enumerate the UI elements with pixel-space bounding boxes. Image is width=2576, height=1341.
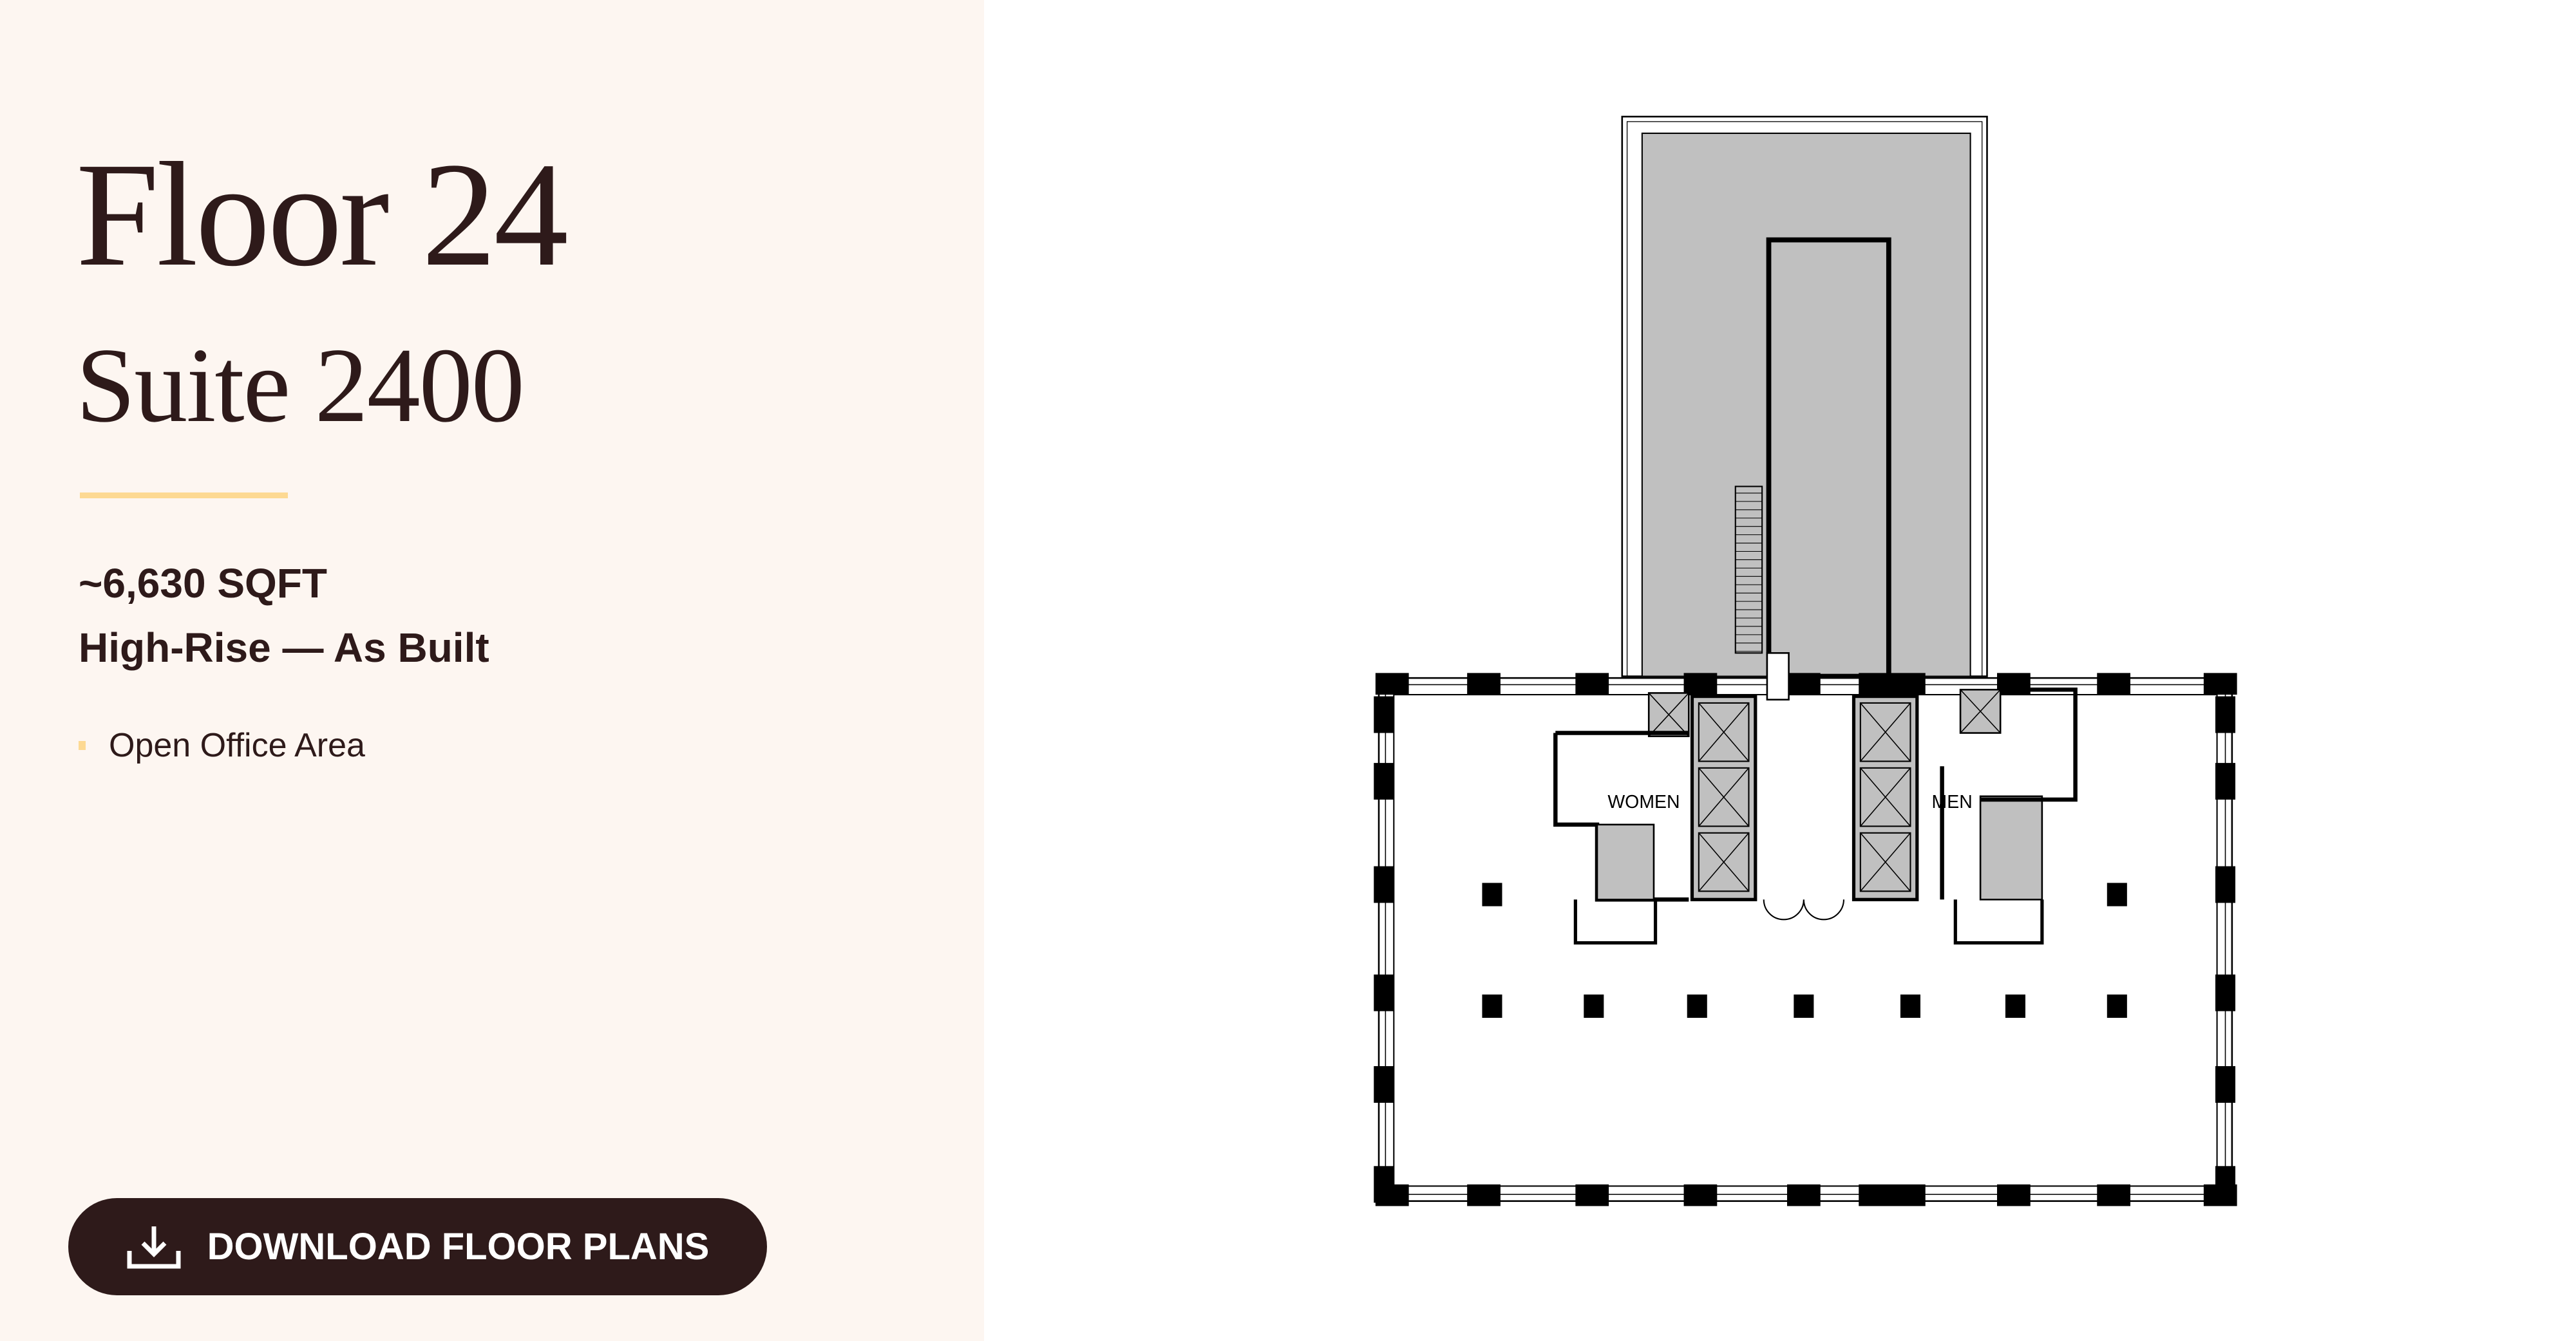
wall-block <box>2097 673 2131 695</box>
bullet-icon <box>79 741 86 750</box>
wall-block <box>1374 696 1394 733</box>
column <box>1900 994 1920 1018</box>
wall-block <box>1467 673 1501 695</box>
building-core: WOMEN MEN <box>1553 652 2078 945</box>
wall-block <box>2215 974 2236 1011</box>
wall-block <box>1374 866 1394 903</box>
elevator-car <box>1859 767 1911 827</box>
wall-block <box>1786 673 1821 695</box>
wall-block <box>2215 866 2236 903</box>
elevator-x <box>1860 767 1911 827</box>
women-restroom-label: WOMEN <box>1607 792 1680 812</box>
info-panel: Floor 24 Suite 2400 ~6,630 SQFT High-Ris… <box>0 0 984 1341</box>
download-label: DOWNLOAD FLOOR PLANS <box>207 1226 710 1268</box>
upper-stair <box>1734 485 1763 654</box>
wall-block <box>1859 673 1892 695</box>
floor-perimeter <box>1374 673 2237 1206</box>
structural-columns <box>1482 883 2127 1018</box>
wall-block <box>1859 1184 1892 1206</box>
wall-block <box>1374 1166 1394 1203</box>
column <box>2005 994 2026 1018</box>
floor-title: Floor 24 <box>76 132 569 297</box>
wall-block <box>2203 673 2237 695</box>
wall-block <box>1891 673 1926 695</box>
wall-block <box>1683 1184 1718 1206</box>
floor-area: ~6,630 SQFT <box>79 560 327 606</box>
feature-label: Open Office Area <box>109 727 365 764</box>
suite-title: Suite 2400 <box>76 326 525 444</box>
download-icon <box>127 1226 181 1268</box>
wall-block <box>2215 763 2236 800</box>
elevator-x <box>1860 702 1911 762</box>
elevator-car <box>1698 832 1750 892</box>
column <box>1482 883 1502 906</box>
wall-block <box>2097 1184 2131 1206</box>
stair <box>1734 485 1763 654</box>
elevator-x <box>1860 832 1911 892</box>
column <box>1482 994 1502 1018</box>
elevator-x <box>1698 767 1750 827</box>
wall-block <box>1374 1066 1394 1103</box>
floor-type: High-Rise — As Built <box>79 624 489 671</box>
wall-block <box>1374 974 1394 1011</box>
column <box>2107 994 2127 1018</box>
wall-block <box>1374 763 1394 800</box>
accent-divider <box>80 492 288 498</box>
feature-item: Open Office Area <box>79 726 365 765</box>
wall-block <box>1575 1184 1609 1206</box>
wall-block <box>2215 696 2236 733</box>
elevator-car <box>1698 767 1750 827</box>
wall-block <box>2215 1166 2236 1203</box>
column <box>1794 994 1814 1018</box>
wall-block <box>1997 1184 2031 1206</box>
wall-block <box>1575 673 1609 695</box>
wall-block <box>1467 1184 1501 1206</box>
wall-block <box>1683 673 1718 695</box>
column <box>1584 994 1604 1018</box>
elevator-car <box>1859 832 1911 892</box>
men-restroom-label: MEN <box>1932 792 1973 812</box>
elevator-car <box>1859 702 1911 762</box>
elevator-x <box>1698 702 1750 762</box>
wall-block <box>1891 1184 1926 1206</box>
tower-section <box>1621 115 1988 679</box>
elevator-car <box>1698 702 1750 762</box>
column <box>1687 994 1707 1018</box>
elevator-x <box>1698 832 1750 892</box>
download-floor-plans-button[interactable]: DOWNLOAD FLOOR PLANS <box>68 1198 767 1295</box>
wall-block <box>1786 1184 1821 1206</box>
wall-block <box>1375 673 1409 695</box>
wall-block <box>2215 1066 2236 1103</box>
column <box>2107 883 2127 906</box>
